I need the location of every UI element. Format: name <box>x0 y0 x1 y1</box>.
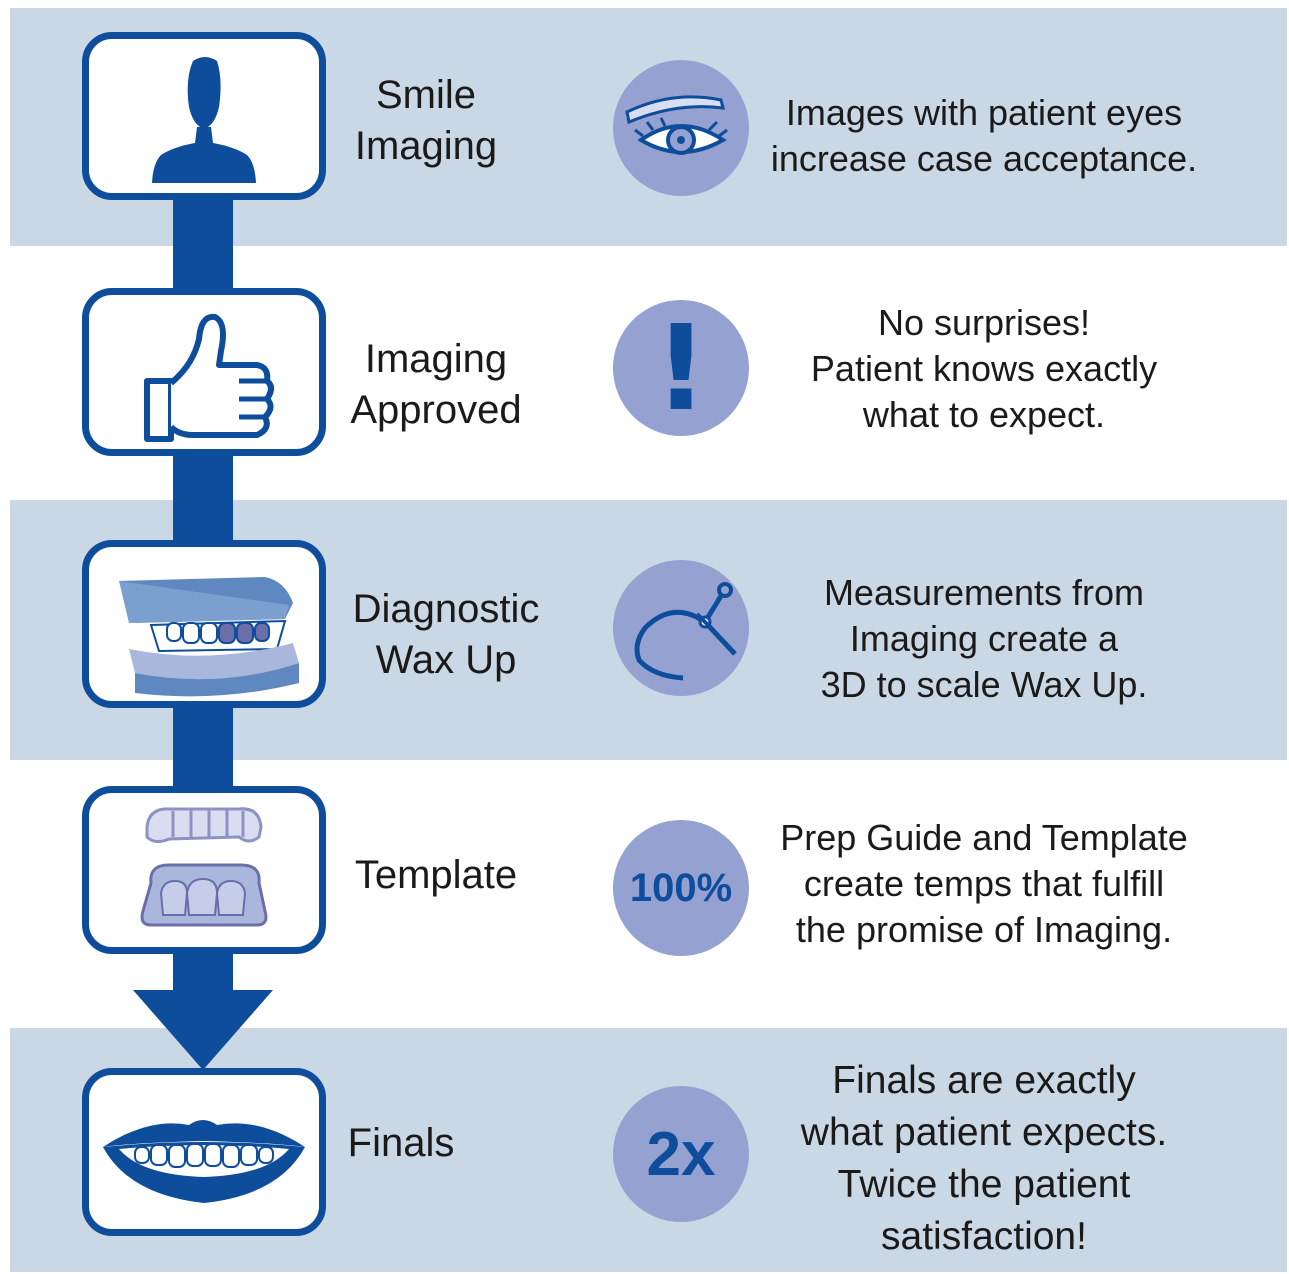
percent-badge-text: 100% <box>629 865 733 910</box>
step-label-smile-imaging: Smile Imaging <box>354 73 498 168</box>
badge-2x: 2x <box>613 1086 749 1222</box>
caliper-icon <box>634 582 737 681</box>
eye-icon <box>625 95 728 155</box>
step-label-finals: Finals <box>347 1121 455 1165</box>
dental-template-icon <box>140 807 268 927</box>
desc-imaging-approved: No surprises! Patient knows exactly what… <box>810 302 1158 435</box>
desc-smile-imaging: Images with patient eyes increase case a… <box>770 92 1198 179</box>
desc-diagnostic-wax-up: Measurements from Imaging create a 3D to… <box>820 572 1148 705</box>
multiplier-badge-text: 2x <box>646 1119 716 1189</box>
smile-lips-icon <box>103 1120 305 1203</box>
desc-template: Prep Guide and Template create temps tha… <box>780 817 1188 950</box>
dental-model-icon <box>119 577 299 697</box>
thumbs-up-icon <box>144 313 274 442</box>
badge-100-percent: 100% <box>613 820 749 956</box>
step-smile-imaging-tile <box>82 32 326 200</box>
step-imaging-approved-tile <box>82 288 326 456</box>
badge-exclamation: ! <box>613 299 749 437</box>
desc-finals: Finals are exactly what patient expects.… <box>800 1059 1168 1258</box>
step-label-diagnostic-wax-up: Diagnostic Wax Up <box>352 587 540 682</box>
step-finals-tile <box>82 1068 326 1236</box>
step-diagnostic-wax-up-tile <box>82 540 326 708</box>
exclamation-icon: ! <box>654 299 708 437</box>
person-silhouette-icon <box>152 57 256 183</box>
step-label-template: Template <box>354 853 518 897</box>
step-label-imaging-approved: Imaging Approved <box>350 337 522 432</box>
badge-caliper <box>613 560 749 696</box>
step-template-tile <box>82 786 326 954</box>
badge-eye <box>613 60 749 196</box>
